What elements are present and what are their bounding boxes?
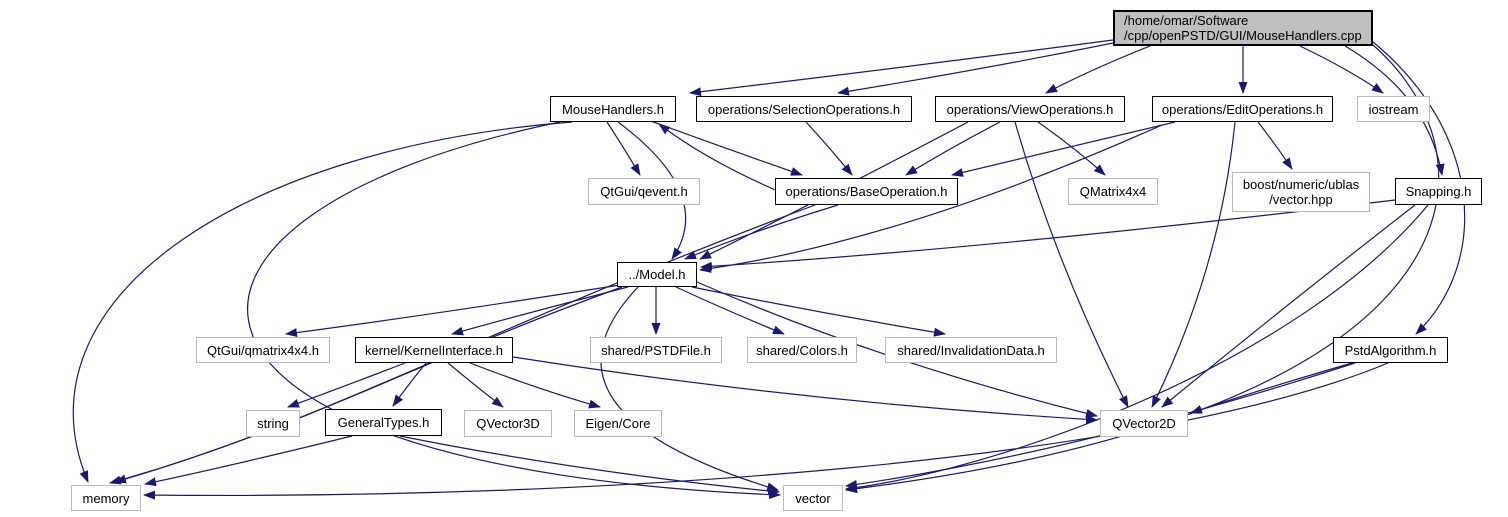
node-operations-selectionoperations-h[interactable]: operations/SelectionOperations.h [696, 96, 912, 122]
edge-n4-n21 [1151, 121, 1236, 408]
edge-n19-n23 [399, 435, 780, 496]
edge-n0-n5 [1299, 45, 1384, 94]
edge-n1-n22 [72, 121, 573, 483]
node-generaltypes-h[interactable]: GeneralTypes.h [325, 409, 442, 436]
edge-n11-n22 [109, 286, 623, 485]
node-qtgui-qevent-h: QtGui/qevent.h [588, 178, 700, 205]
edge-n13-n18 [287, 362, 406, 408]
node-boost-numeric-ublas-vector-hpp: boost/numeric/ublas /vector.hpp [1232, 172, 1370, 212]
edge-n4-n9 [1257, 121, 1293, 170]
node-operations-viewoperations-h[interactable]: operations/ViewOperations.h [935, 96, 1125, 122]
edge-n0-n1 [689, 39, 1114, 97]
edge-n13-n21 [512, 356, 1098, 424]
edge-n0-n3 [1045, 45, 1151, 94]
edge-n0-n2 [837, 42, 1114, 96]
edge-n3-n21 [1014, 121, 1129, 408]
node-iostream: iostream [1357, 96, 1430, 122]
edge-n13-n20 [447, 362, 504, 408]
node-pstdalgorithm-h[interactable]: PstdAlgorithm.h [1333, 337, 1448, 363]
edge-n10-n21 [1161, 204, 1416, 408]
edge-n11-n17 [691, 286, 946, 337]
node-vector: vector [783, 485, 843, 511]
edge-n1-n6 [606, 121, 641, 176]
edge-n7-n1 [658, 123, 781, 193]
edge-n1-n7 [647, 119, 803, 176]
edge-n19-n22 [144, 435, 353, 487]
node-qtgui-qmatrix4x4-h: QtGui/qmatrix4x4.h [196, 337, 330, 363]
edge-n10-n11 [700, 199, 1396, 271]
edge-n3-n8 [1037, 121, 1106, 176]
node-operations-editoperations-h[interactable]: operations/EditOperations.h [1152, 96, 1333, 122]
edge-n4-n7 [951, 121, 1176, 177]
node-memory: memory [71, 485, 141, 511]
node-qmatrix4x4: QMatrix4x4 [1068, 178, 1158, 205]
node-snapping-h[interactable]: Snapping.h [1395, 178, 1482, 205]
edge-n16-n22 [143, 362, 1389, 500]
edge-n3-n7 [905, 121, 1001, 176]
node-shared-pstdfile-h: shared/PSTDFile.h [590, 337, 722, 363]
edge-n11-n12 [285, 284, 621, 338]
node-home-omar-software-cpp-openpstd-gui-mousehandlers-cpp: /home/omar/Software /cpp/openPSTD/GUI/Mo… [1113, 10, 1373, 46]
node-model-h[interactable]: ../Model.h [617, 262, 697, 287]
node-qvector2d: QVector2D [1100, 410, 1188, 437]
edge-n11-n23 [600, 286, 779, 492]
edge-n10-n23 [845, 204, 1429, 493]
node-shared-colors-h: shared/Colors.h [747, 337, 857, 363]
node-string: string [246, 410, 300, 437]
node-kernel-kernelinterface-h[interactable]: kernel/KernelInterface.h [355, 337, 513, 363]
edge-n2-n7 [805, 121, 853, 176]
node-operations-baseoperation-h[interactable]: operations/BaseOperation.h [775, 178, 958, 205]
node-eigen-core: Eigen/Core [574, 410, 662, 437]
node-shared-invalidationdata-h: shared/InvalidationData.h [885, 337, 1057, 363]
edge-n11-n15 [675, 286, 785, 335]
node-qvector3d: QVector3D [464, 410, 552, 437]
edge-n13-n19 [392, 362, 427, 407]
edge-n1-n23 [246, 121, 781, 500]
node-mousehandlers-h[interactable]: MouseHandlers.h [550, 96, 676, 122]
edge-n13-n24 [469, 362, 601, 409]
edge-n4-n11 [699, 124, 1163, 273]
edge-n7-n11 [684, 204, 839, 260]
